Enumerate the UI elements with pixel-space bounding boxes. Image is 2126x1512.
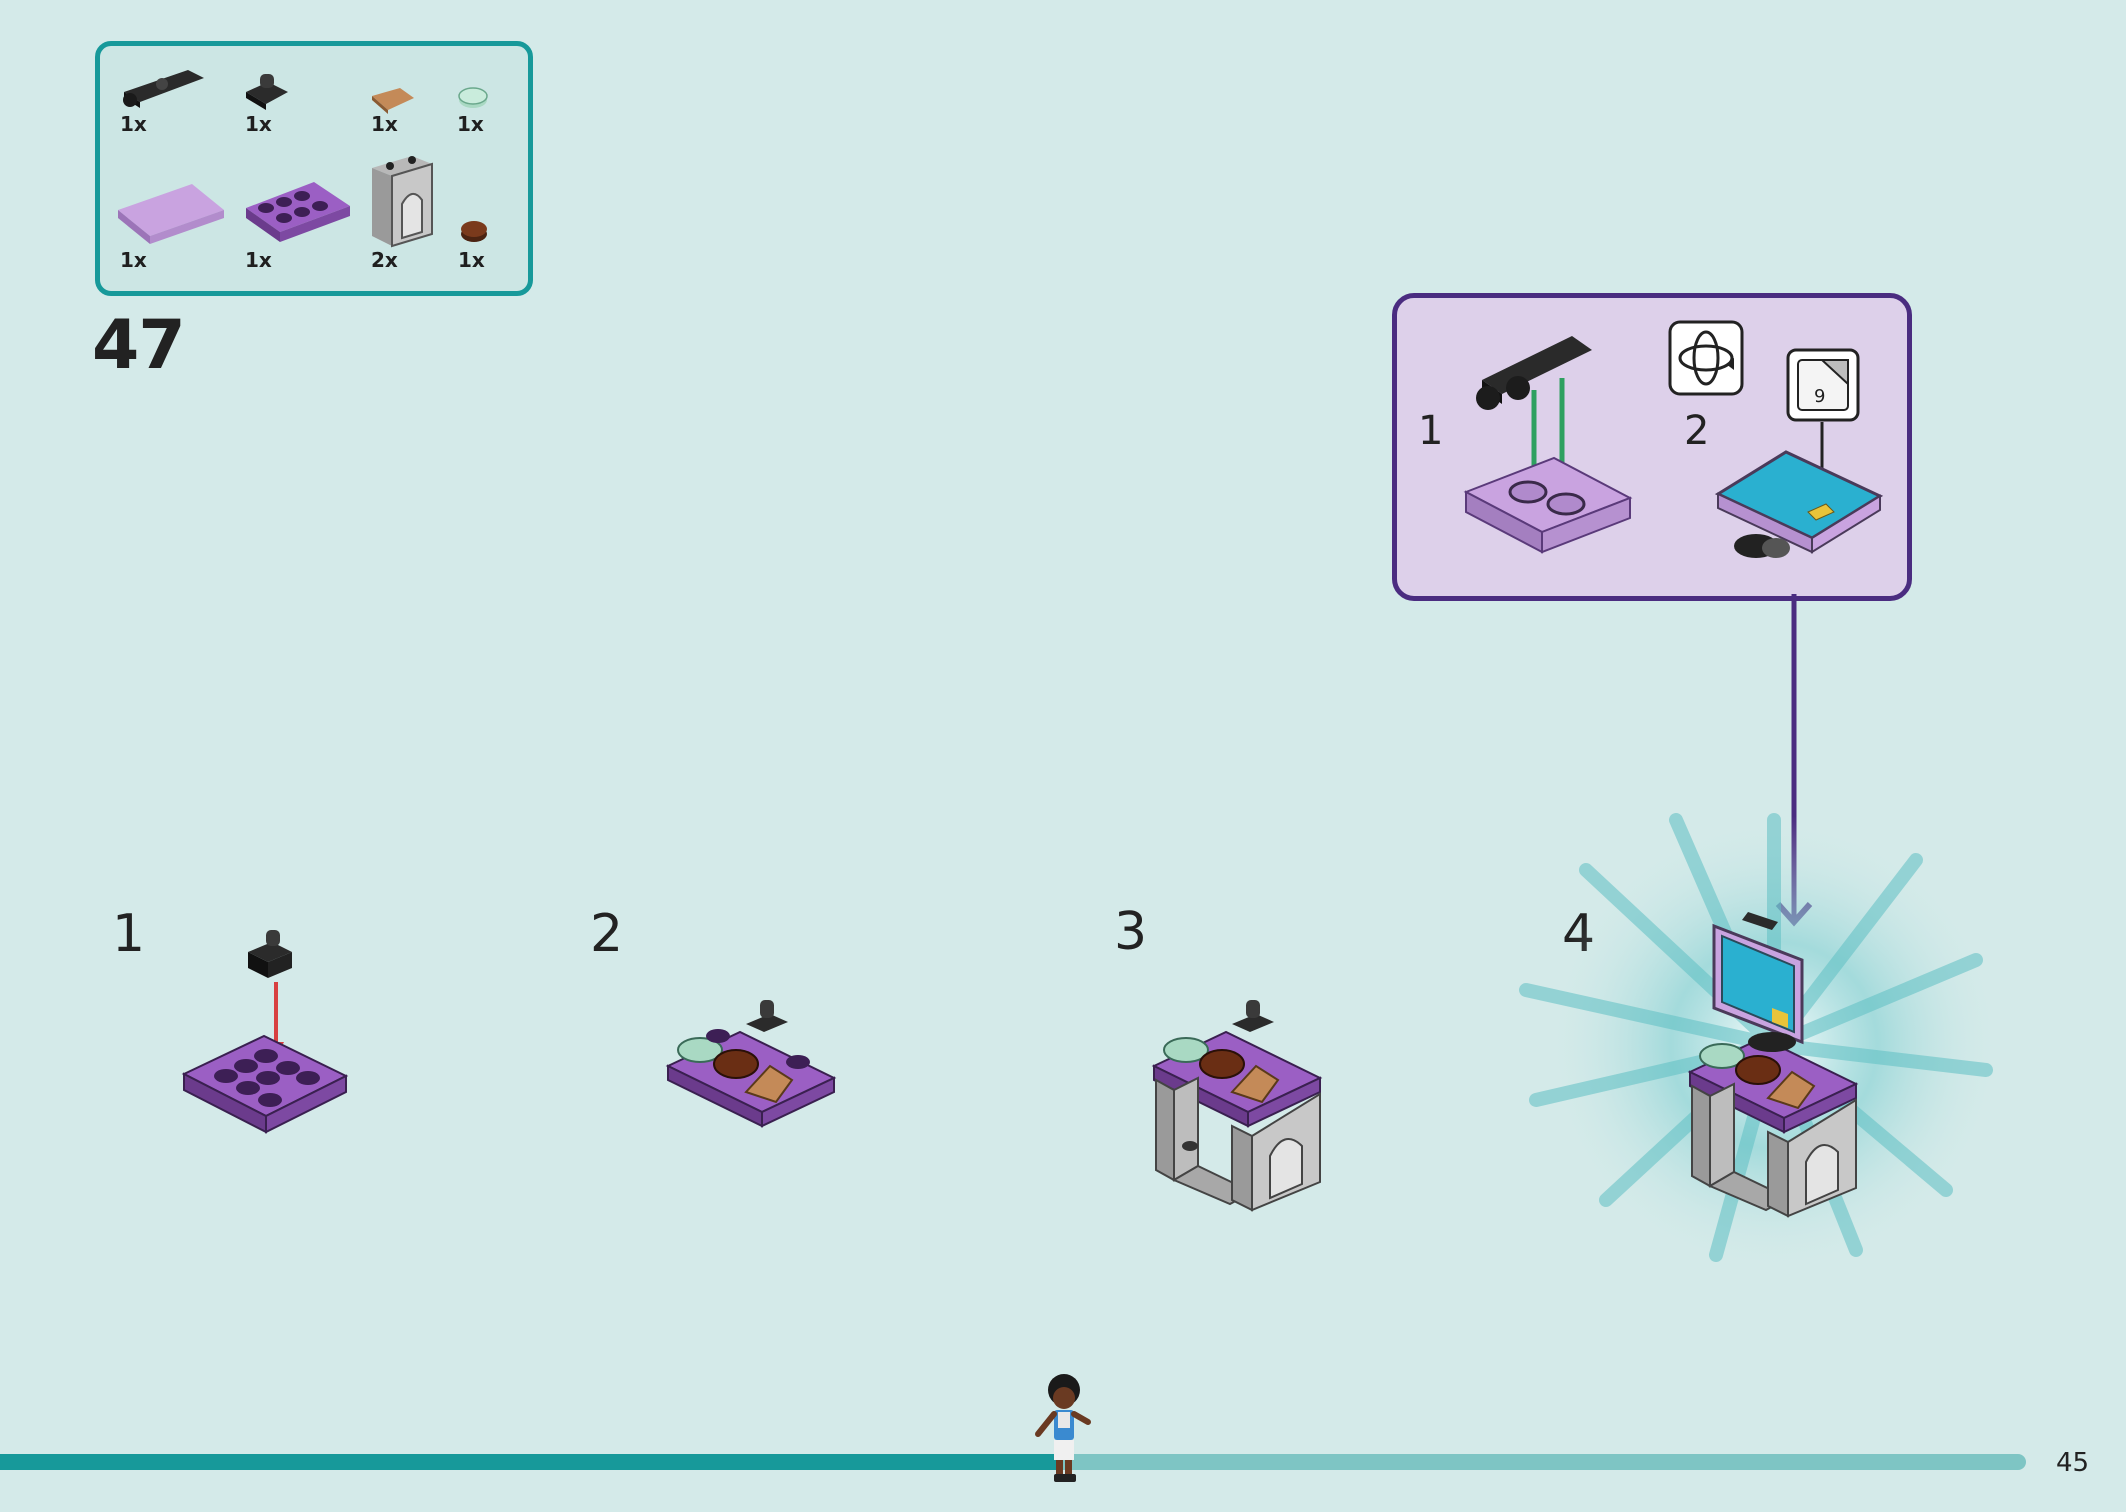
step-number: 47 — [92, 306, 186, 385]
substep-number: 1 — [112, 904, 146, 964]
part-qty: 1x — [458, 248, 485, 272]
substep-2-illustration — [665, 1000, 837, 1128]
tan-wedge-tile-icon — [372, 88, 414, 114]
sub-step-number: 2 — [1684, 408, 1710, 454]
part-qty: 1x — [245, 112, 272, 136]
purple-plate-2x4-icon — [246, 182, 350, 242]
sub-step-1-illustration — [1463, 336, 1633, 554]
part-qty: 1x — [120, 112, 147, 136]
page-number: 45 — [2056, 1448, 2090, 1478]
substep-4-illustration — [1687, 912, 1859, 1218]
sticker-number: 9 — [1814, 386, 1826, 407]
substep-3-illustration — [1151, 1000, 1323, 1212]
minifigure-progress-marker — [1035, 1374, 1091, 1482]
rotate-model-icon — [1668, 320, 1744, 396]
sub-step-number: 1 — [1418, 408, 1444, 454]
part-qty: 1x — [457, 112, 484, 136]
sticker-icon: 9 — [1786, 348, 1860, 422]
lavender-tile-icon — [118, 184, 224, 244]
brown-round-tile-icon — [461, 221, 487, 242]
progress-bar-fill — [0, 1454, 1060, 1470]
substep-number: 3 — [1114, 902, 1148, 962]
part-qty: 2x — [371, 248, 398, 272]
gray-arch-bracket-icon — [372, 156, 433, 248]
substep-1-illustration — [181, 930, 349, 1134]
sub-step-2-illustration — [1714, 422, 1884, 558]
black-clip-icon — [246, 74, 288, 110]
mint-round-tile-icon — [458, 87, 488, 108]
part-qty: 1x — [371, 112, 398, 136]
part-qty: 1x — [120, 248, 147, 272]
black-clip-plate-icon — [123, 70, 204, 108]
sub-assembly-callout — [1392, 293, 1912, 601]
part-qty: 1x — [245, 248, 272, 272]
substep-number: 2 — [590, 904, 624, 964]
